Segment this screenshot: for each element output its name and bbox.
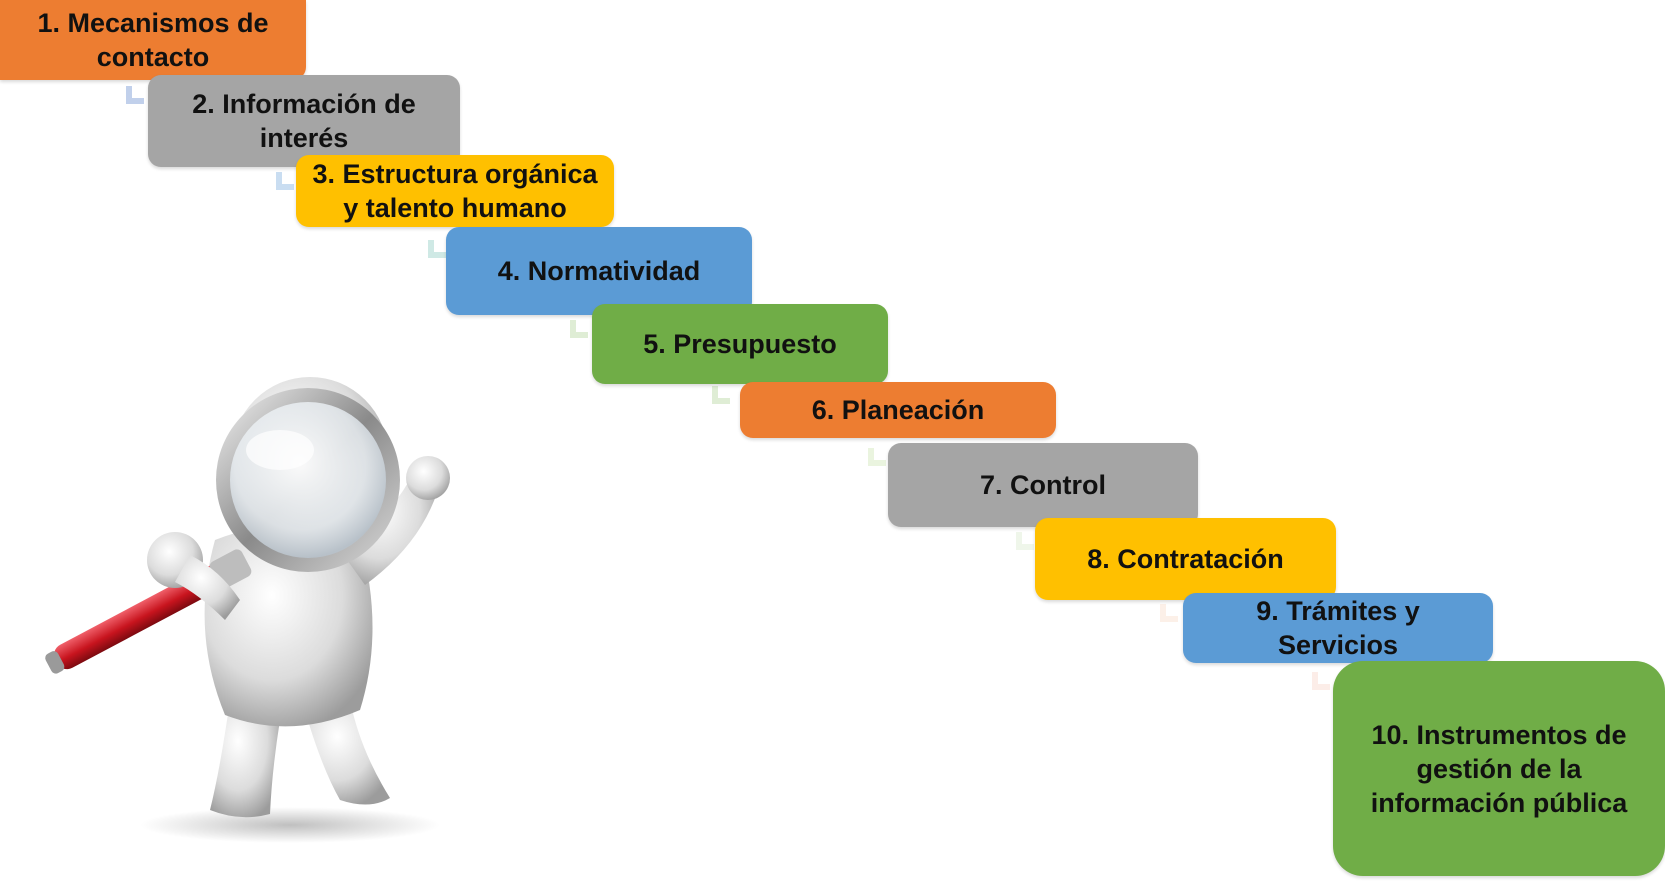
step-3-estructura-organica: 3. Estructura orgánica y talento humano — [296, 155, 614, 227]
step-10-instrumentos-de-gestion: 10. Instrumentos de gestión de la inform… — [1333, 661, 1665, 876]
step-5-presupuesto: 5. Presupuesto — [592, 304, 888, 384]
step-9-tramites-y-servicios: 9. Trámites y Servicios — [1183, 593, 1493, 663]
step-1-mecanismos-de-contacto: 1. Mecanismos de contacto — [0, 0, 306, 80]
connector-7-8 — [1016, 532, 1034, 550]
connector-9-10 — [1312, 672, 1330, 690]
step-6-planeacion: 6. Planeación — [740, 382, 1056, 438]
connector-1-2 — [126, 86, 144, 104]
connector-3-4 — [428, 240, 446, 258]
step-7-control: 7. Control — [888, 443, 1198, 527]
magnifying-glass-figure-icon — [45, 377, 450, 843]
connector-5-6 — [712, 386, 730, 404]
connector-6-7 — [868, 448, 886, 466]
connector-2-3 — [276, 172, 294, 190]
step-4-normatividad: 4. Normatividad — [446, 227, 752, 315]
step-2-informacion-de-interes: 2. Información de interés — [148, 75, 460, 167]
step-8-contratacion: 8. Contratación — [1035, 518, 1336, 600]
connector-8-9 — [1160, 604, 1178, 622]
connector-4-5 — [570, 320, 588, 338]
